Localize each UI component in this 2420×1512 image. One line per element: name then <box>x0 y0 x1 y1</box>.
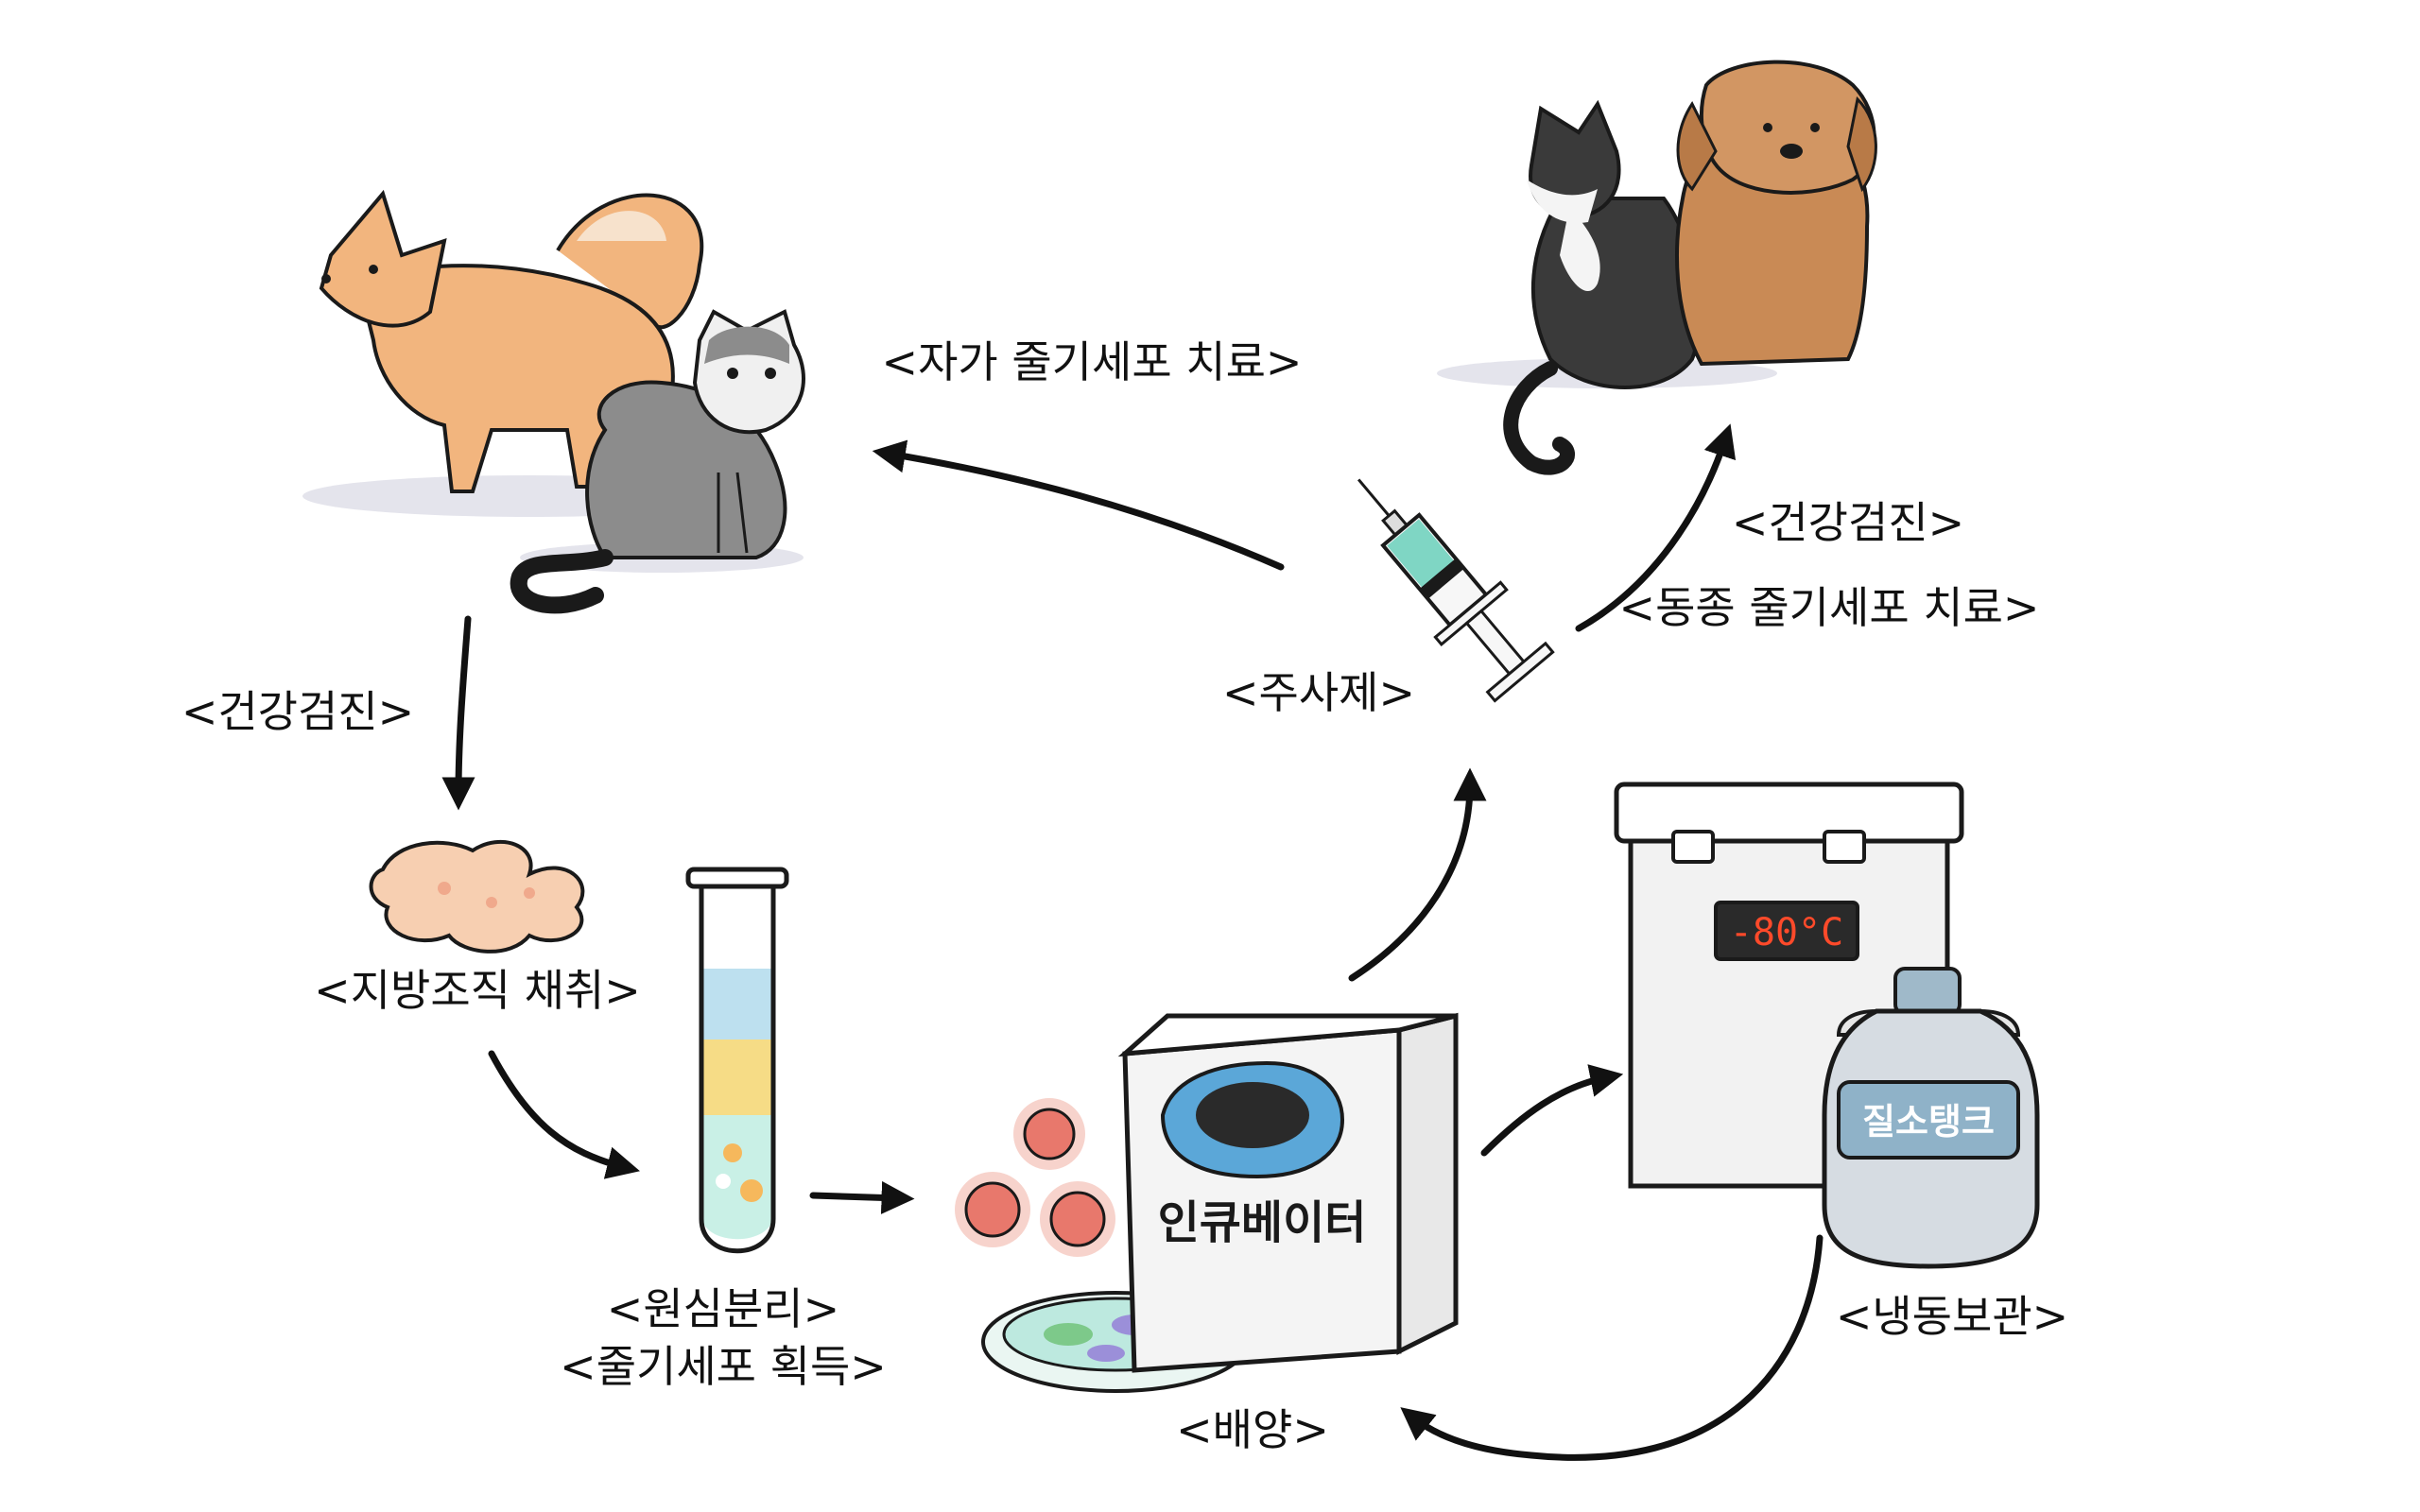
label-cryo-storage: <냉동보관> <box>1835 1291 2069 1342</box>
label-autologous-therapy: <자가 줄기세포 치료> <box>881 336 1303 387</box>
label-centrifuge-group: <원심분리> <줄기세포 획득> <box>560 1280 887 1395</box>
test-tube-illustration <box>685 867 789 1254</box>
incubator-illustration <box>1117 1012 1459 1373</box>
label-health-check-top: <건강검진> <box>1731 497 1965 548</box>
label-culture: <배양> <box>1176 1404 1329 1455</box>
arrow-tube-to-cells <box>809 1180 915 1214</box>
orange-dog-illustration <box>302 189 756 517</box>
nitrogen-tank-illustration <box>1822 967 2040 1269</box>
cell-cluster-illustration <box>955 1098 1115 1257</box>
syringe-illustration <box>1357 478 1555 703</box>
tabby-cat-illustration <box>510 309 805 614</box>
arrow-incubator-to-syringe <box>1348 767 1487 982</box>
nitrogen-tank-text: 질소탱크 <box>1862 1101 1995 1143</box>
incubator-text: 인큐베이터 <box>1158 1196 1367 1249</box>
label-fat-harvest: <지방조직 채취> <box>314 965 641 1016</box>
arrow-storage-to-culture <box>1400 1234 1824 1461</box>
arrows <box>441 423 1824 1461</box>
arrow-syringe-to-autologous <box>872 439 1285 571</box>
freezer-temperature-display: -80°C <box>1730 911 1843 954</box>
label-centrifuge: <원심분리> <box>606 1283 840 1334</box>
brown-dog-illustration <box>1675 60 1877 367</box>
tuxedo-cat-illustration <box>1437 99 1777 475</box>
label-allogeneic-therapy: <동종 줄기세포 치료> <box>1618 582 2040 633</box>
arrow-fat-to-tube <box>488 1050 640 1179</box>
label-stem-cell-obtain: <줄기세포 획득> <box>560 1340 887 1392</box>
arrow-dog-to-fat <box>441 615 475 811</box>
arrow-incubator-to-freezer <box>1480 1064 1624 1157</box>
label-health-check-left: <건강검진> <box>181 686 415 737</box>
arrow-syringe-to-adopted-pets <box>1575 423 1737 632</box>
fat-tissue-illustration <box>369 840 585 954</box>
label-injection: <주사제> <box>1221 667 1416 718</box>
